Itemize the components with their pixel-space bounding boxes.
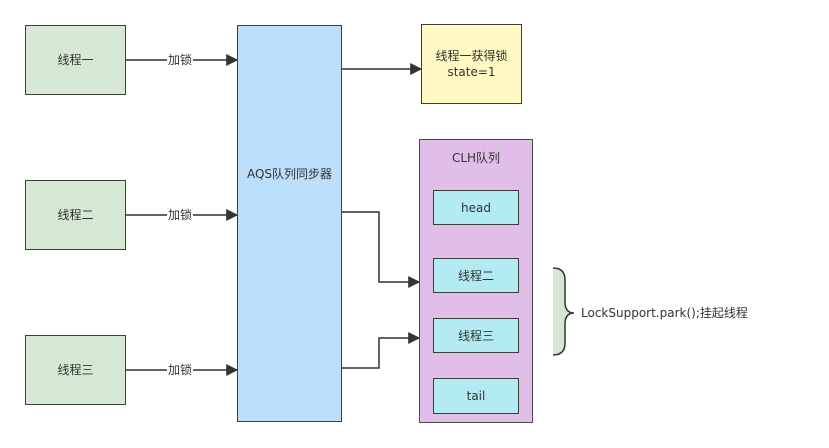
edge-label-thread-one: 加锁 (167, 53, 194, 67)
thread-two-box: 线程二 (25, 180, 126, 250)
thread-three-label: 线程三 (57, 363, 94, 377)
park-annotation: LockSupport.park();挂起线程 (581, 306, 748, 320)
lock-acquired-line2: state=1 (447, 65, 496, 79)
curly-brace (552, 267, 575, 356)
thread-one-label: 线程一 (57, 53, 94, 67)
thread-two-label: 线程二 (57, 208, 94, 222)
thread-three-box: 线程三 (25, 335, 126, 405)
lock-acquired-box: 线程一获得锁 state=1 (421, 24, 522, 104)
clh-node-head: head (433, 190, 519, 225)
thread-one-box: 线程一 (25, 25, 126, 95)
clh-node-thread-three-label: 线程三 (457, 328, 494, 343)
edge-label-thread-two: 加锁 (167, 208, 194, 222)
arrow-aqs-node3 (342, 332, 421, 369)
clh-node-thread-three: 线程三 (433, 318, 519, 353)
aqs-label: AQS队列同步器 (246, 166, 333, 181)
lock-acquired-line1: 线程一获得锁 (435, 49, 508, 63)
aqs-box: AQS队列同步器 (237, 25, 342, 422)
clh-queue-title: CLH队列 (451, 151, 501, 165)
clh-node-tail: tail (433, 378, 519, 414)
clh-node-tail-label: tail (466, 389, 486, 403)
clh-node-head-label: head (461, 200, 491, 215)
clh-node-thread-two-label: 线程二 (457, 268, 494, 283)
clh-node-thread-two: 线程二 (433, 258, 519, 293)
arrow-aqs-node2 (342, 211, 421, 288)
edge-label-thread-three: 加锁 (167, 363, 194, 377)
